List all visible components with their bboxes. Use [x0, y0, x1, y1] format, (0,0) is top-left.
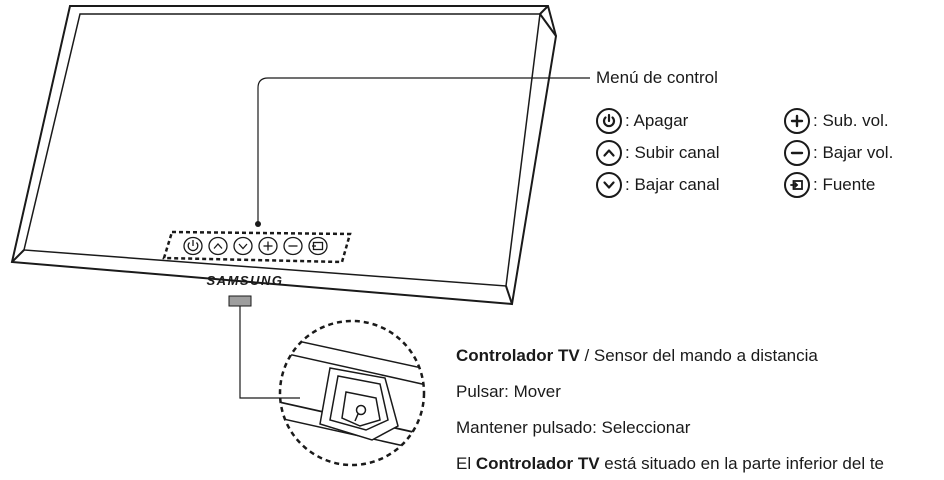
legend-chevron-down-label: : Bajar canal — [625, 175, 720, 194]
panel-minus-icon — [283, 236, 303, 256]
legend-chevron-up: : Subir canal — [596, 140, 720, 166]
zoom-circle — [278, 319, 426, 467]
panel-chevron-up-icon — [208, 236, 228, 256]
controller-line-1: Controlador TV / Sensor del mando a dist… — [456, 346, 818, 366]
controller-name: Controlador TV — [456, 346, 580, 365]
plus-icon — [784, 108, 810, 134]
controller-note-rest: está situado en la parte inferior del te — [599, 454, 885, 473]
minus-icon — [784, 140, 810, 166]
tv-controller-block — [228, 295, 252, 307]
samsung-logo: SAMSUNG — [207, 273, 284, 288]
zoom-detail — [280, 334, 424, 455]
panel-chevron-down-icon — [233, 236, 253, 256]
controller-note-pre: El — [456, 454, 476, 473]
legend-source: : Fuente — [784, 172, 875, 198]
legend-minus: : Bajar vol. — [784, 140, 893, 166]
controller-line-4: El Controlador TV está situado en la par… — [456, 454, 884, 474]
panel-source-icon — [308, 236, 328, 256]
controller-line-2: Pulsar: Mover — [456, 382, 561, 401]
legend-chevron-down: : Bajar canal — [596, 172, 720, 198]
panel-buttons — [183, 236, 328, 256]
menu-leader-dot — [255, 221, 261, 227]
legend-source-label: : Fuente — [813, 175, 876, 194]
controller-sensor-text: / Sensor del mando a distancia — [579, 346, 818, 365]
chevron-up-icon — [596, 140, 622, 166]
source-icon — [784, 172, 810, 198]
legend-minus-label: : Bajar vol. — [813, 143, 894, 162]
panel-plus-icon — [258, 236, 278, 256]
legend-power: : Apagar — [596, 108, 688, 134]
control-panel-outline — [162, 230, 352, 264]
power-icon — [596, 108, 622, 134]
panel-power-icon — [183, 236, 203, 256]
legend-plus-label: : Sub. vol. — [813, 111, 889, 130]
chevron-down-icon — [596, 172, 622, 198]
legend-power-label: : Apagar — [625, 111, 689, 130]
controller-line-3: Mantener pulsado: Seleccionar — [456, 418, 691, 437]
legend-plus: : Sub. vol. — [784, 108, 889, 134]
tv-frame — [10, 5, 558, 306]
zoom-leader-line — [239, 306, 300, 399]
legend-chevron-up-label: : Subir canal — [625, 143, 720, 162]
menu-leader-line — [257, 77, 590, 222]
menu-title: Menú de control — [596, 68, 718, 87]
controller-note-name: Controlador TV — [475, 454, 600, 473]
zoom-controller-button — [319, 367, 399, 441]
